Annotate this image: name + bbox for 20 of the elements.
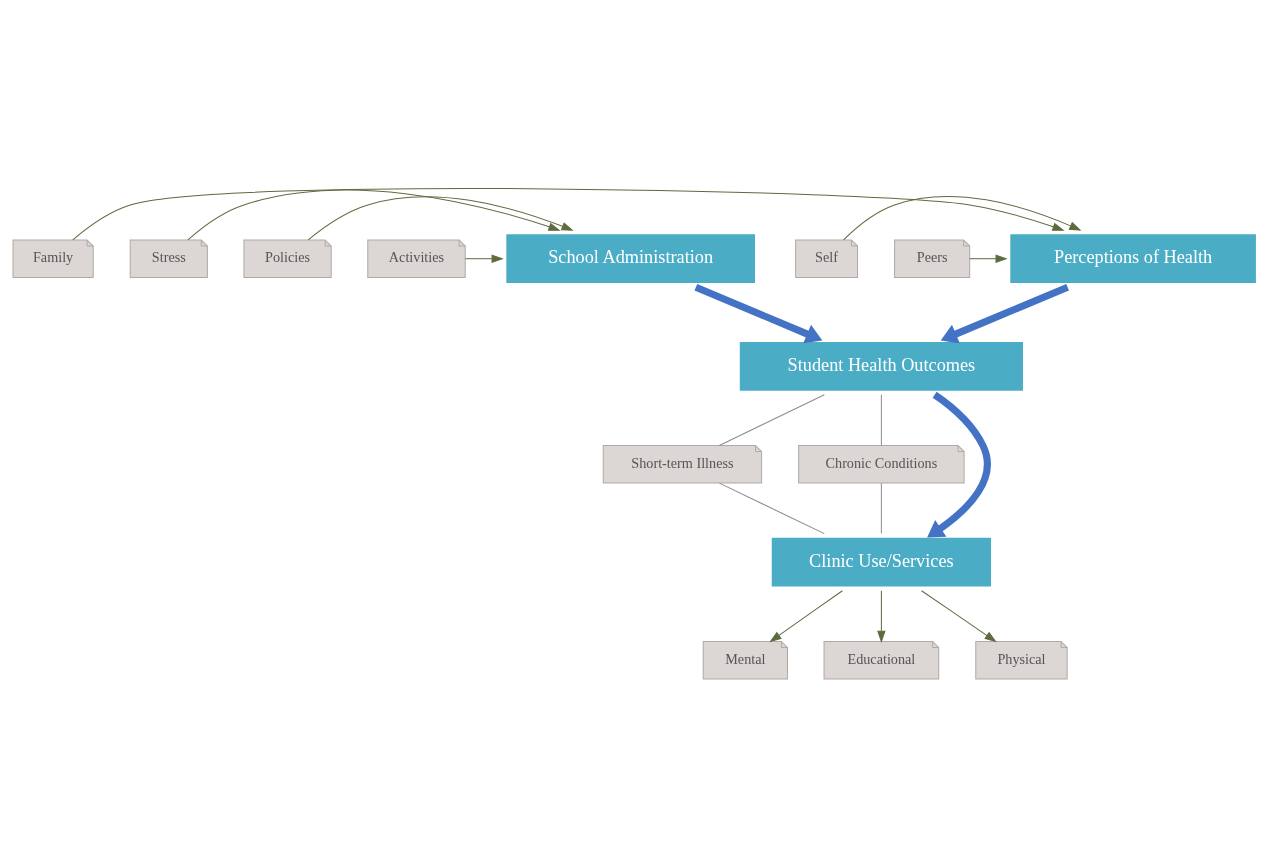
arrow <box>769 590 843 643</box>
connector <box>880 482 882 534</box>
node-box: Perceptions of Health <box>1010 234 1256 284</box>
connector <box>718 482 825 535</box>
node-box: Student Health Outcomes <box>739 341 1023 391</box>
arrow <box>843 196 1082 241</box>
arrow <box>940 283 1069 344</box>
arrow <box>927 391 991 538</box>
arrow <box>307 196 574 241</box>
node-box: Clinic Use/Services <box>771 537 991 587</box>
arrow <box>969 254 1008 263</box>
arrow <box>72 188 1065 241</box>
connector <box>718 394 825 446</box>
connector <box>880 394 882 446</box>
arrow <box>464 254 504 263</box>
node-box: School Administration <box>506 234 755 284</box>
arrow <box>187 189 561 241</box>
arrow <box>921 590 997 643</box>
arrow <box>877 590 886 643</box>
arrow <box>694 283 823 344</box>
